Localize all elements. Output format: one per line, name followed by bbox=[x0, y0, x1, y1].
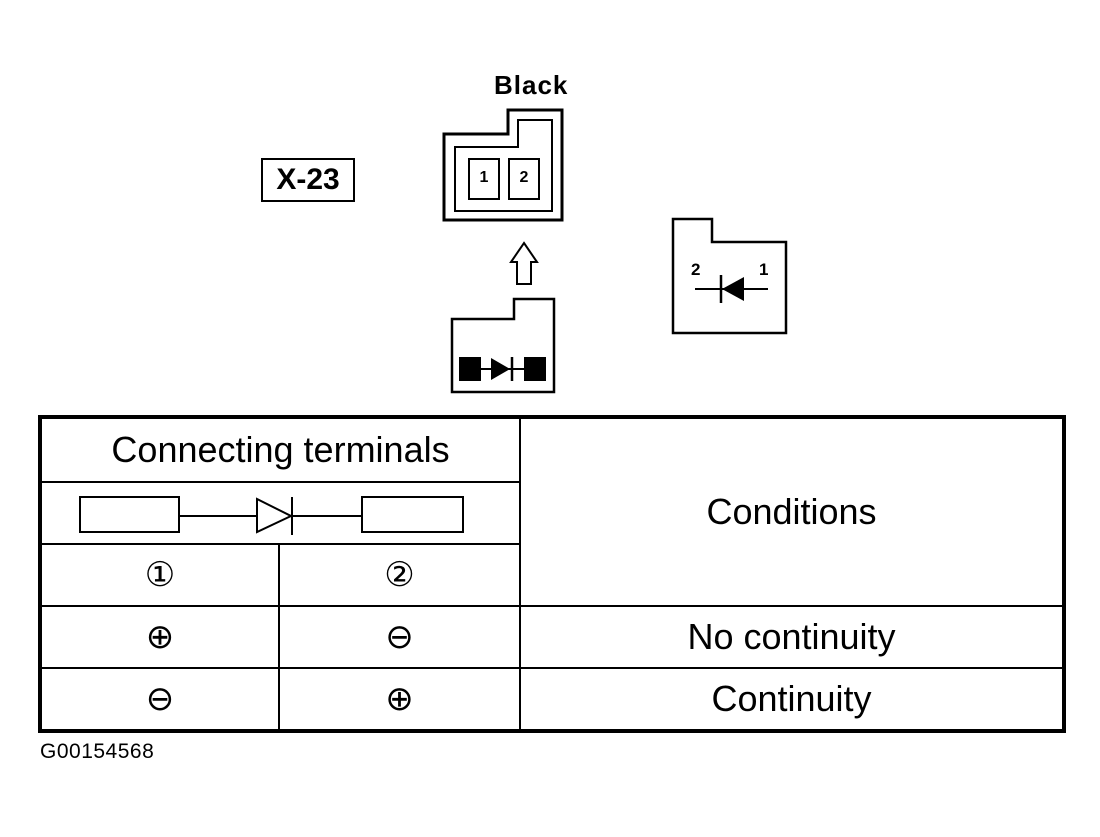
row-1-terminal-1: ⊕ bbox=[39, 605, 280, 669]
connector-pin-1-box bbox=[468, 158, 500, 200]
connector-housing-inner bbox=[454, 119, 553, 212]
terminal-1-label: ① bbox=[39, 543, 280, 607]
schematic-cell bbox=[38, 481, 522, 545]
diode-pin-left-label: 2 bbox=[691, 260, 701, 279]
diode-symbol-icon bbox=[671, 217, 788, 335]
row-2-terminal-1: ⊖ bbox=[39, 667, 280, 732]
continuity-table: Connecting terminals Conditions ① ② ⊕ ⊖ … bbox=[38, 415, 1067, 733]
header-connecting-terminals: Connecting terminals bbox=[38, 416, 522, 483]
row-2-condition: Continuity bbox=[519, 667, 1066, 732]
diode-component-icon bbox=[450, 297, 556, 394]
connector-pin-1: 1 bbox=[479, 169, 489, 186]
row-2-terminal-2: ⊕ bbox=[277, 667, 522, 732]
connector-color-label: Black bbox=[494, 70, 569, 100]
figure-id: G00154568 bbox=[40, 740, 155, 763]
header-conditions: Conditions bbox=[519, 416, 1066, 607]
terminal-2-label: ② bbox=[277, 543, 522, 607]
table-row: ⊕ ⊖ No continuity bbox=[39, 605, 1066, 669]
table-terminal-row: ① ② bbox=[39, 543, 1064, 607]
connector-housing-outer bbox=[442, 108, 564, 222]
row-1-terminal-2: ⊖ bbox=[277, 605, 522, 669]
up-arrow-icon bbox=[509, 241, 539, 285]
connector-pin-2: 2 bbox=[519, 169, 529, 186]
table-schematic-row bbox=[38, 481, 1064, 545]
row-1-condition: No continuity bbox=[519, 605, 1066, 669]
table-header-row: Connecting terminals Conditions bbox=[38, 416, 1066, 607]
table-row: ⊖ ⊕ Continuity bbox=[39, 667, 1066, 732]
diode-pin-right-label: 1 bbox=[759, 260, 769, 279]
connector-pin-2-box bbox=[508, 158, 540, 200]
connector-id-label: X-23 bbox=[261, 158, 355, 202]
